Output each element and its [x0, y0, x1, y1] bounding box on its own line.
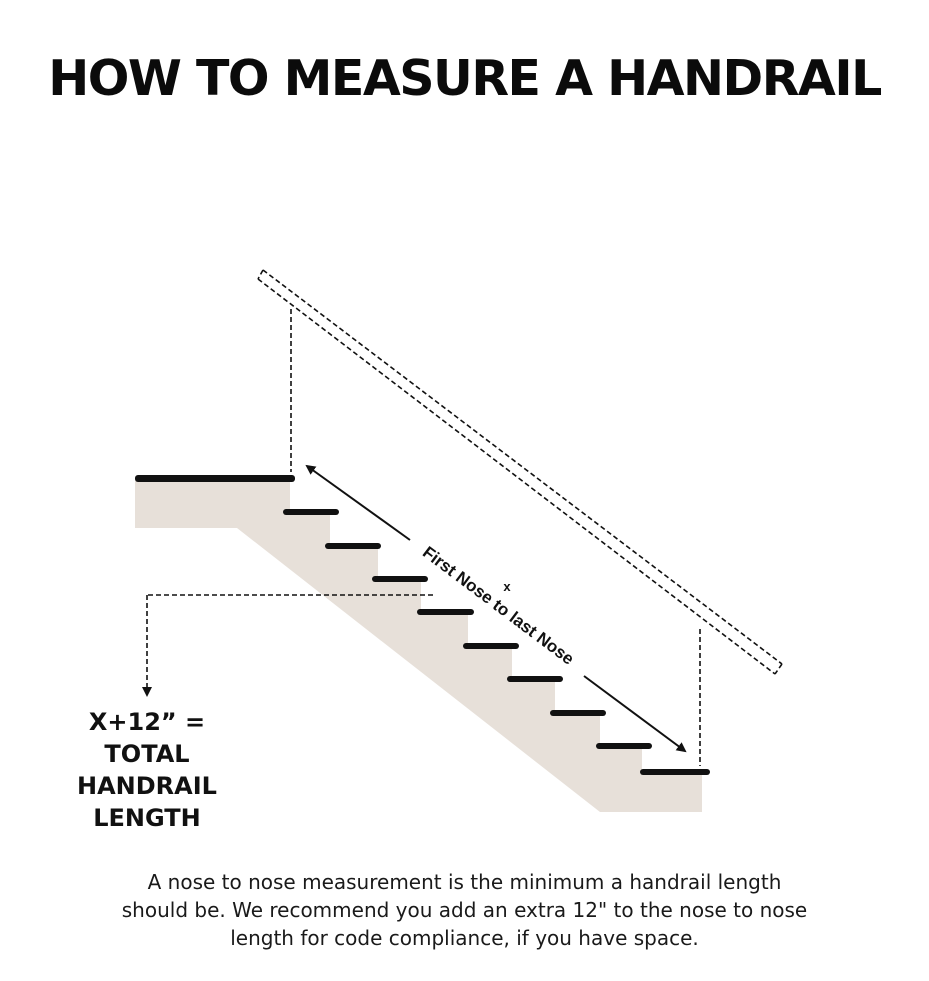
caption-line: should be. We recommend you add an extra…	[121, 898, 808, 922]
measurement-variable: x	[503, 579, 511, 594]
formula-line: TOTAL	[104, 740, 190, 768]
step-nose	[372, 576, 428, 582]
formula-line: X+12” =	[88, 708, 206, 736]
formula-pointer	[142, 594, 433, 697]
caption: A nose to nose measurement is the minimu…	[60, 868, 869, 952]
measurement-arrow-lower	[583, 675, 687, 753]
formula-line: HANDRAIL	[77, 772, 217, 800]
landing-nose	[135, 475, 295, 482]
step-nose	[550, 710, 606, 716]
step-nose	[640, 769, 710, 775]
step-nose	[283, 509, 339, 515]
formula-line: LENGTH	[93, 804, 201, 832]
page-title: HOW TO MEASURE A HANDRAIL	[48, 50, 882, 107]
step-nose	[463, 643, 519, 649]
total-length-formula: X+12” = TOTAL HANDRAIL LENGTH	[62, 706, 232, 834]
step-nose	[596, 743, 652, 749]
step-nose	[417, 609, 474, 615]
caption-line: length for code compliance, if you have …	[230, 926, 699, 950]
step-nose	[325, 543, 381, 549]
caption-line: A nose to nose measurement is the minimu…	[147, 870, 782, 894]
step-nose	[507, 676, 563, 682]
measurement-arrow-upper	[305, 464, 411, 541]
handrail-outline	[257, 269, 783, 675]
step-noses	[283, 509, 710, 775]
stair-body	[135, 480, 702, 812]
